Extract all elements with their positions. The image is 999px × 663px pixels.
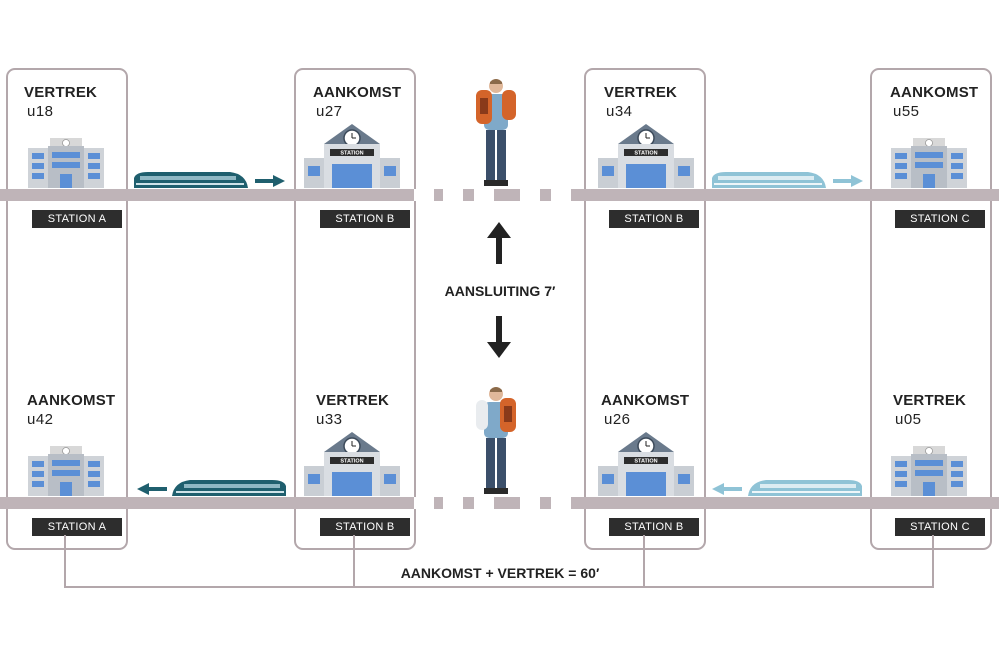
time-bottom-1: u42 [27,411,54,428]
sum-label: AANKOMST + VERTREK = 60′ [400,565,600,581]
track-gap [551,497,571,509]
label-bottom-4: VERTREK [893,392,967,409]
arrow-up-icon [487,222,511,264]
label-bottom-2: VERTREK [316,392,390,409]
traveller-icon [476,79,516,186]
panel-station-b-left [294,68,416,550]
time-bottom-2: u33 [316,411,343,428]
track-gap [551,189,571,201]
train-icon [712,172,826,188]
station-building-icon: STATION [304,124,400,188]
track-gap [520,497,540,509]
station-tag-top-2: STATION B [320,210,410,228]
connection-label: AANSLUITING 7′ [444,283,556,299]
station-tag-bottom-1: STATION A [32,518,122,536]
track-gap [414,497,434,509]
train-icon [172,480,286,496]
panel-station-b-right [584,68,706,550]
station-sign-text: STATION [340,151,363,157]
track-gap [474,189,494,201]
station-building-icon: STATION [598,124,694,188]
sum-bracket-tick [643,535,645,588]
office-building-icon [28,138,104,188]
label-top-1: VERTREK [24,84,98,101]
train-icon [134,172,248,188]
station-sign-text: STATION [634,459,657,465]
office-building-icon [891,138,967,188]
label-top-2: AANKOMST [313,84,402,101]
track-gap [443,189,463,201]
panel-station-c [870,68,992,550]
station-tag-bottom-2: STATION B [320,518,410,536]
station-sign-text: STATION [634,151,657,157]
station-tag-top-3: STATION B [609,210,699,228]
station-tag-top-1: STATION A [32,210,122,228]
traveller-icon [476,387,516,494]
arrow-right-icon [255,175,285,187]
station-tag-top-4: STATION C [895,210,985,228]
arrow-left-icon [137,483,167,495]
station-tag-bottom-3: STATION B [609,518,699,536]
office-building-icon [28,446,104,496]
track-bottom [0,497,999,509]
time-top-2: u27 [316,103,343,120]
station-building-icon: STATION [598,432,694,496]
time-bottom-4: u05 [895,411,922,428]
track-gap [520,189,540,201]
station-tag-bottom-4: STATION C [895,518,985,536]
time-top-1: u18 [27,103,54,120]
label-bottom-1: AANKOMST [27,392,116,409]
track-gap [414,189,434,201]
track-gap [474,497,494,509]
office-building-icon [891,446,967,496]
time-bottom-3: u26 [604,411,631,428]
track-gap [443,497,463,509]
arrow-left-icon [712,483,742,495]
label-bottom-3: AANKOMST [601,392,690,409]
label-top-4: AANKOMST [890,84,979,101]
arrow-right-icon [833,175,863,187]
arrow-down-icon [487,316,511,358]
panel-station-a [6,68,128,550]
station-building-icon: STATION [304,432,400,496]
train-icon [748,480,862,496]
sum-bracket-tick [353,535,355,588]
track-top [0,189,999,201]
station-sign-text: STATION [340,459,363,465]
time-top-3: u34 [606,103,633,120]
sum-bracket-tick [932,535,934,588]
sum-bracket [64,586,934,588]
sum-bracket-tick [64,535,66,588]
label-top-3: VERTREK [604,84,678,101]
time-top-4: u55 [893,103,920,120]
